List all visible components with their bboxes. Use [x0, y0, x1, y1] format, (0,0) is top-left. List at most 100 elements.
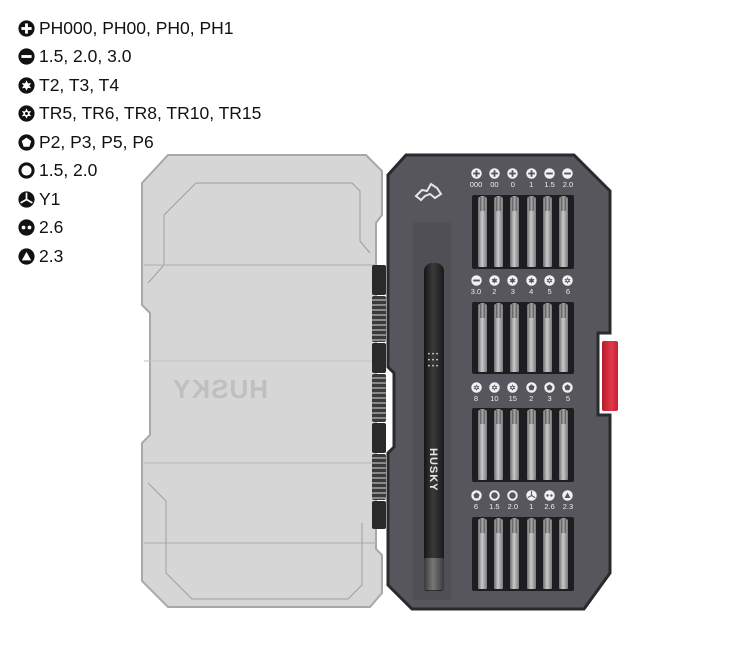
- triangle-icon: [562, 490, 573, 501]
- bit[interactable]: [526, 303, 536, 372]
- legend-text: 2.6: [39, 217, 64, 238]
- legend-row-triangle: 2.3: [18, 242, 261, 271]
- phillips-icon: [18, 20, 35, 37]
- precision-screwdriver[interactable]: [424, 263, 444, 591]
- pentalobe-icon: [471, 490, 482, 501]
- torx-security-icon: [562, 275, 573, 286]
- bit[interactable]: [542, 196, 552, 267]
- case-latch[interactable]: [602, 341, 618, 411]
- bit[interactable]: [510, 409, 520, 480]
- size-label: 8: [468, 382, 484, 403]
- hinge: [372, 423, 386, 453]
- lid-embossed-brand: HUSKY: [172, 374, 269, 404]
- bit[interactable]: [559, 409, 569, 480]
- bit[interactable]: [477, 518, 487, 589]
- pentalobe-icon: [544, 382, 555, 393]
- tray-size-labels: 8 10 15 2 3 5: [468, 382, 576, 403]
- case-lid: [141, 154, 383, 608]
- legend-row-pentalobe: P2, P3, P5, P6: [18, 128, 261, 157]
- bit[interactable]: [542, 409, 552, 480]
- bit[interactable]: [477, 303, 487, 372]
- size-label: 1.5: [542, 168, 558, 189]
- phillips-icon: [507, 168, 518, 179]
- bit[interactable]: [510, 303, 520, 372]
- hinge: [372, 374, 386, 422]
- bit[interactable]: [493, 303, 503, 372]
- slotted-icon: [544, 168, 555, 179]
- torx-security-icon: [18, 105, 35, 122]
- torx-icon: [489, 275, 500, 286]
- legend-text: Y1: [39, 188, 61, 209]
- spanner-icon: [18, 219, 35, 236]
- size-label: 1: [523, 168, 539, 189]
- spanner-icon: [544, 490, 555, 501]
- round-icon: [507, 490, 518, 501]
- driver-grip-dots: •••••••••: [427, 352, 441, 370]
- bit-tray: [472, 408, 574, 482]
- size-label: 5: [560, 382, 576, 403]
- tray-size-labels: 6 1.5 2.0 1 2.6 2.3: [468, 490, 576, 511]
- torx-security-icon: [507, 382, 518, 393]
- tray-size-labels: 000 00 0 1 1.5 2.0: [468, 168, 576, 189]
- legend-text: T2, T3, T4: [39, 74, 120, 95]
- legend-row-round: 1.5, 2.0: [18, 157, 261, 186]
- slotted-icon: [18, 48, 35, 65]
- size-label: 2.0: [560, 168, 576, 189]
- tri-wing-icon: [18, 191, 35, 208]
- size-label: 2: [486, 275, 502, 296]
- hinge: [372, 501, 386, 529]
- size-label: 2.6: [542, 490, 558, 511]
- phillips-icon: [489, 168, 500, 179]
- size-label: 000: [468, 168, 484, 189]
- bit[interactable]: [526, 196, 536, 267]
- bit[interactable]: [477, 196, 487, 267]
- bit[interactable]: [526, 518, 536, 589]
- phillips-icon: [471, 168, 482, 179]
- bit[interactable]: [542, 303, 552, 372]
- legend-row-tri-wing: Y1: [18, 185, 261, 214]
- bit[interactable]: [559, 518, 569, 589]
- pentalobe-icon: [526, 382, 537, 393]
- size-label: 1: [523, 490, 539, 511]
- round-icon: [489, 490, 500, 501]
- legend-row-phillips: PH000, PH00, PH0, PH1: [18, 14, 261, 43]
- bit[interactable]: [510, 196, 520, 267]
- size-label: 2.3: [560, 490, 576, 511]
- bit-tray: [472, 302, 574, 374]
- torx-icon: [507, 275, 518, 286]
- driver-chuck: [424, 558, 444, 590]
- size-label: 4: [523, 275, 539, 296]
- pentalobe-icon: [18, 134, 35, 151]
- bit[interactable]: [477, 409, 487, 480]
- bit[interactable]: [493, 196, 503, 267]
- legend-text: 1.5, 2.0, 3.0: [39, 46, 132, 67]
- brand-logo-icon: [414, 182, 443, 202]
- legend-row-torx-security: TR5, TR6, TR8, TR10, TR15: [18, 100, 261, 129]
- legend-text: 1.5, 2.0: [39, 160, 98, 181]
- legend-text: TR5, TR6, TR8, TR10, TR15: [39, 103, 262, 124]
- torx-security-icon: [489, 382, 500, 393]
- size-label: 15: [505, 382, 521, 403]
- size-label: 2.0: [505, 490, 521, 511]
- legend-row-slotted: 1.5, 2.0, 3.0: [18, 43, 261, 72]
- bit[interactable]: [559, 303, 569, 372]
- hinge: [372, 265, 386, 295]
- size-label: 6: [468, 490, 484, 511]
- legend-row-torx: T2, T3, T4: [18, 71, 261, 100]
- phillips-icon: [526, 168, 537, 179]
- bit[interactable]: [493, 518, 503, 589]
- bit[interactable]: [526, 409, 536, 480]
- size-label: 5: [542, 275, 558, 296]
- bit-type-legend: PH000, PH00, PH0, PH1 1.5, 2.0, 3.0 T2, …: [18, 14, 261, 271]
- bit[interactable]: [493, 409, 503, 480]
- torx-icon: [526, 275, 537, 286]
- bit[interactable]: [559, 196, 569, 267]
- bit[interactable]: [542, 518, 552, 589]
- legend-row-spanner: 2.6: [18, 214, 261, 243]
- size-label: 10: [486, 382, 502, 403]
- torx-icon: [18, 77, 35, 94]
- size-label: 00: [486, 168, 502, 189]
- slotted-icon: [471, 275, 482, 286]
- size-label: 1.5: [486, 490, 502, 511]
- bit[interactable]: [510, 518, 520, 589]
